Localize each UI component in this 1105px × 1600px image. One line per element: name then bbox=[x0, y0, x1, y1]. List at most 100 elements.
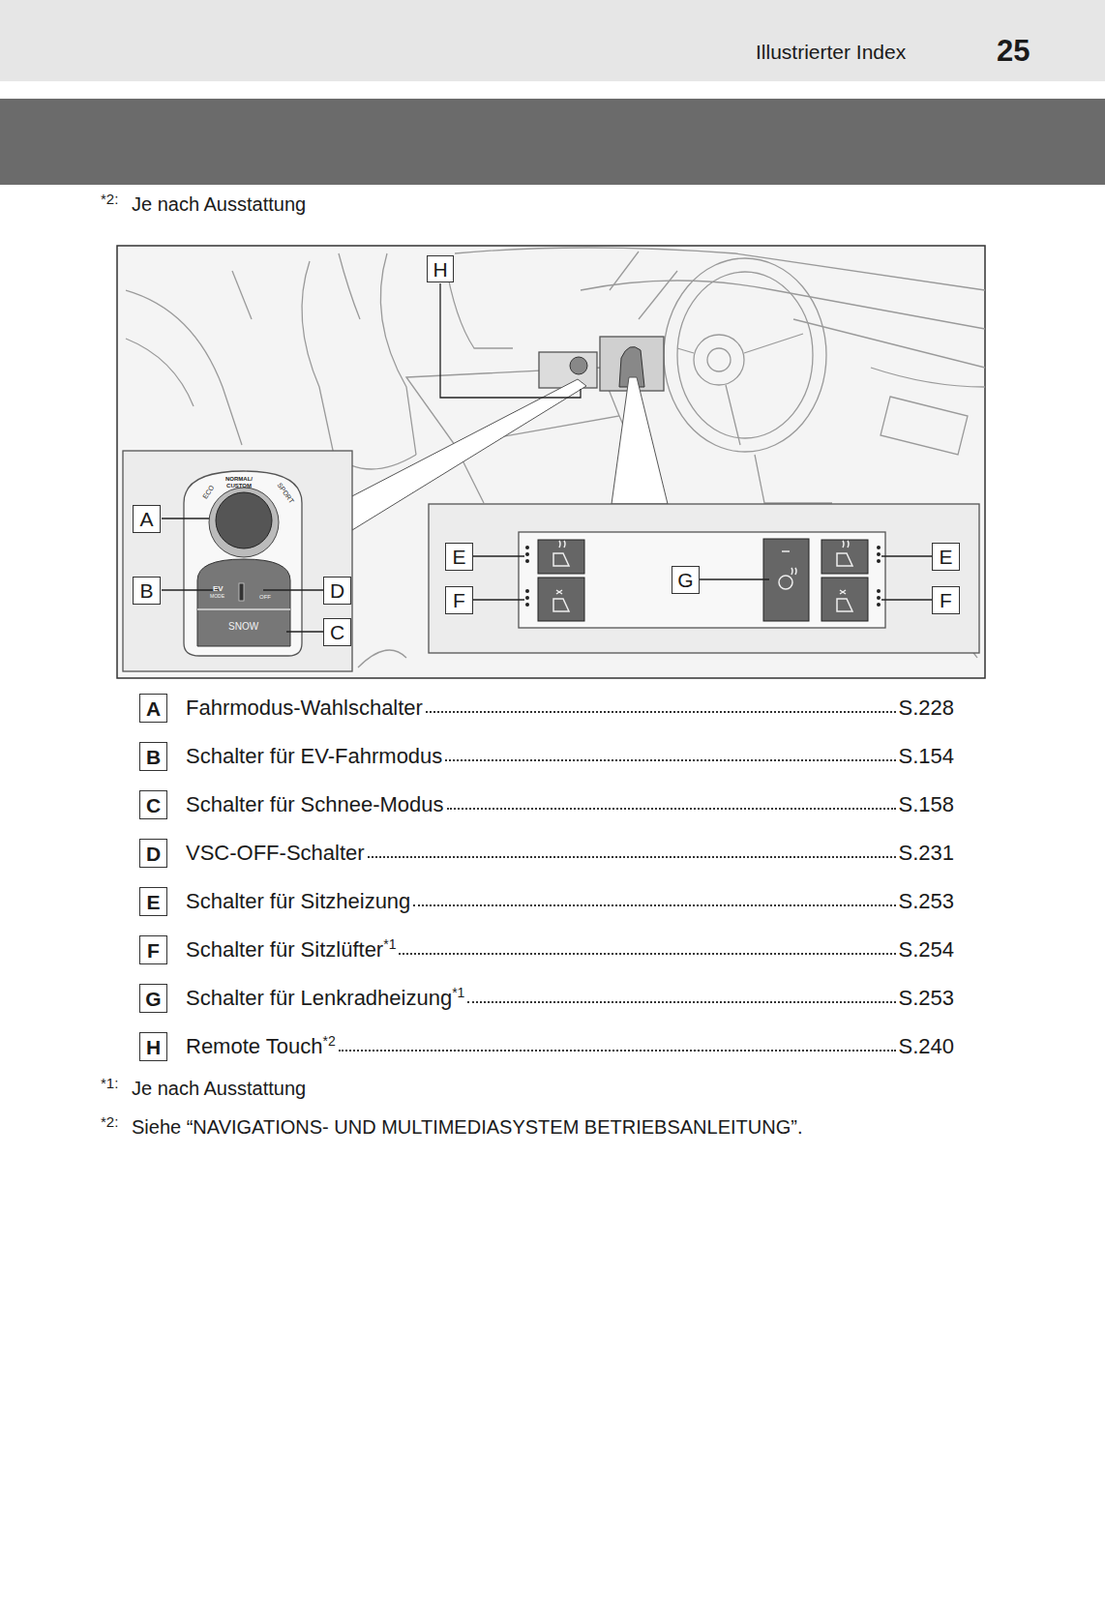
switch-icons-part bbox=[778, 575, 793, 590]
leader-lines-part bbox=[473, 598, 525, 600]
dot-leader bbox=[425, 711, 896, 714]
leader-lines-part bbox=[473, 555, 525, 557]
callout-letter-text: C bbox=[146, 795, 161, 816]
dial-knob bbox=[215, 492, 272, 549]
callout-letter: A bbox=[132, 505, 161, 534]
callout-letter: B bbox=[132, 576, 161, 605]
button-panel bbox=[197, 559, 291, 647]
interior-sketch-part bbox=[880, 396, 968, 455]
callout-letter: G bbox=[671, 566, 700, 595]
interior-sketch-part bbox=[870, 367, 986, 388]
index-entry: Remote Touch bbox=[185, 1034, 323, 1060]
switch-icons-part bbox=[836, 590, 853, 612]
footnote-text: Je nach Ausstattung bbox=[131, 193, 306, 215]
leader-lines bbox=[161, 283, 932, 632]
button-label: OFF bbox=[259, 594, 271, 601]
indicator-dots-part bbox=[525, 559, 530, 564]
dial-ring bbox=[209, 487, 279, 558]
index-entry: Schalter für Lenkradheizung bbox=[185, 985, 452, 1012]
interior-sketch-part bbox=[125, 338, 194, 407]
page-ref: S.228 bbox=[898, 695, 956, 721]
callout-letter: F bbox=[445, 586, 474, 615]
callout-letter-text: H bbox=[432, 259, 448, 280]
leader-lines-part bbox=[263, 589, 324, 591]
leader-lines-part bbox=[161, 589, 219, 591]
callout-letter-text: E bbox=[938, 546, 953, 568]
wheel-heater-switch bbox=[763, 538, 809, 622]
callout-letter-text: A bbox=[139, 508, 153, 530]
interior-sketch-part bbox=[445, 261, 513, 349]
callout-letter-text: G bbox=[677, 569, 693, 591]
callout-letter: E bbox=[931, 542, 960, 571]
interior-sketch-part bbox=[125, 290, 242, 446]
interior-sketch-part bbox=[338, 253, 360, 320]
index-letter-box: F bbox=[139, 935, 168, 965]
switch-icons-part bbox=[553, 590, 569, 612]
leader-lines-part bbox=[881, 598, 932, 600]
dot-leader bbox=[398, 953, 896, 956]
callout-letter-text: E bbox=[451, 546, 466, 568]
dot-leader bbox=[445, 759, 896, 762]
callout-letter-text: D bbox=[329, 580, 345, 601]
footnote-text: Siehe “NAVIGATIONS- UND MULTIMEDIASYSTEM… bbox=[131, 1116, 803, 1138]
index-letter-box: E bbox=[139, 887, 168, 917]
page-ref: S.253 bbox=[898, 889, 956, 915]
index-row: Fahrmodus-WahlschalterS.228 bbox=[185, 695, 955, 721]
button-label: SNOW bbox=[228, 621, 259, 632]
interior-sketch-part bbox=[754, 454, 833, 504]
indicator-dots-part bbox=[525, 602, 530, 607]
footnote-ref: *1 bbox=[383, 936, 396, 953]
seat-heater-switch bbox=[821, 539, 868, 574]
dial-panel bbox=[183, 471, 302, 657]
seat-fan-switch bbox=[821, 577, 868, 622]
page-ref: S.254 bbox=[898, 937, 956, 963]
switch-icons-part bbox=[553, 540, 569, 567]
callout-letter: D bbox=[323, 576, 352, 605]
page-ref: S.154 bbox=[898, 744, 956, 770]
switch-icons-part bbox=[836, 540, 853, 567]
index-row: Schalter für Schnee-ModusS.158 bbox=[185, 792, 955, 818]
callout-letter: E bbox=[445, 542, 474, 571]
indicator-dots-part bbox=[876, 552, 881, 557]
callout-letter-text: F bbox=[939, 590, 953, 611]
page-ref: S.231 bbox=[898, 840, 956, 867]
indicator-dots-part bbox=[525, 545, 530, 550]
index-row: Schalter für EV-FahrmodusS.154 bbox=[185, 744, 955, 770]
mode-label: NORMAL/ CUSTOM bbox=[224, 476, 254, 489]
footnote-mark: *2: bbox=[100, 191, 119, 209]
page-number: 25 bbox=[996, 34, 1030, 68]
leader-lines-part bbox=[881, 555, 932, 557]
inset-frame bbox=[122, 450, 353, 672]
callout-letter-text: F bbox=[147, 940, 160, 961]
mode-label: SPORT bbox=[275, 481, 296, 506]
index-letter-box: C bbox=[139, 790, 168, 820]
indicator-dots-part bbox=[525, 552, 530, 557]
leader-lines-part bbox=[699, 578, 770, 580]
dot-leader bbox=[447, 807, 896, 810]
index-letter-box: D bbox=[139, 838, 168, 868]
switch-icons bbox=[553, 540, 853, 612]
leader-lines-part bbox=[161, 517, 210, 519]
index-letter-box: H bbox=[139, 1032, 168, 1062]
page-ref: S.158 bbox=[898, 792, 956, 818]
footnote-text: Je nach Ausstattung bbox=[131, 1077, 306, 1100]
callout-letter: C bbox=[323, 618, 352, 647]
switch-icons-part bbox=[791, 567, 797, 575]
interior-sketch-part bbox=[707, 348, 731, 372]
footnote-ref: *2 bbox=[322, 1033, 335, 1049]
callout-letter-text: G bbox=[145, 988, 161, 1010]
leader-lines-part bbox=[286, 630, 324, 632]
interior-sketch-part bbox=[232, 270, 252, 320]
indicator-dots-part bbox=[876, 559, 881, 564]
button-divider bbox=[197, 608, 291, 611]
leader-lines-part bbox=[440, 283, 581, 398]
indicator-dots-part bbox=[876, 545, 881, 550]
footnote-ref: *1 bbox=[451, 985, 465, 1001]
index-entry: Schalter für Sitzlüfter bbox=[185, 937, 384, 963]
index-row: Schalter für Lenkradheizung*1S.253 bbox=[185, 985, 955, 1012]
interior-sketch-part bbox=[301, 261, 334, 455]
callout-letter-text: A bbox=[146, 698, 161, 719]
zoom-wedge bbox=[611, 377, 668, 505]
callout-letter-text: D bbox=[146, 843, 161, 865]
